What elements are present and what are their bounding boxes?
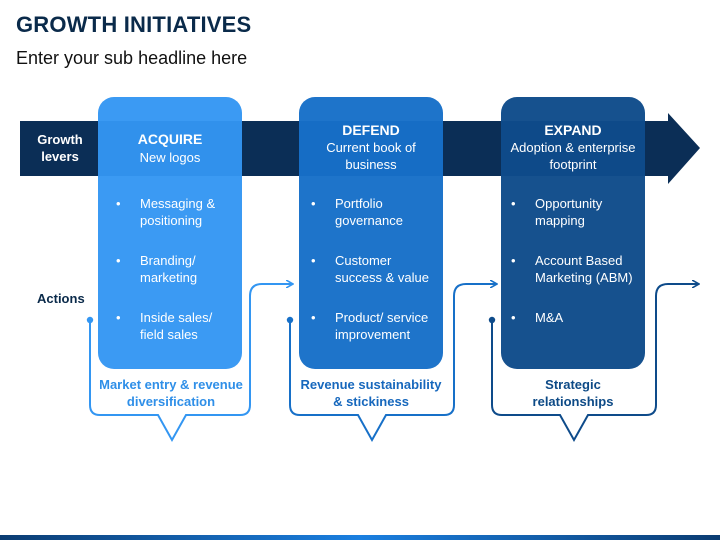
card-title: DEFEND (342, 122, 400, 138)
page-title: GROWTH INITIATIVES (16, 12, 252, 37)
bottom-accent-bar (0, 535, 720, 540)
bullet-item: Branding/ marketing (116, 252, 218, 286)
bullet-item: Inside sales/ field sales (116, 309, 220, 343)
card-title: EXPAND (544, 122, 602, 138)
defend-card: DEFEND Current book of business Portfoli… (299, 97, 443, 369)
connector-path (491, 284, 698, 443)
growth-levers-label: Growth levers (37, 132, 83, 164)
bullet-item: Account Based Marketing (ABM) (511, 252, 635, 286)
bullet-item: Portfolio governance (311, 195, 415, 229)
expand-card: EXPAND Adoption & enterprise footprint O… (501, 97, 645, 369)
card-subtitle: Adoption & enterprise footprint (510, 140, 636, 172)
acquire-caption: Market entry & revenue diversification (99, 377, 243, 409)
connector-1 (86, 284, 292, 443)
actions-label: Actions (37, 291, 85, 306)
card-subtitle: New logos (139, 150, 201, 165)
connector-2 (286, 284, 496, 443)
connector-3 (488, 284, 698, 443)
bullet-item: Messaging & positioning (116, 195, 226, 229)
expand-caption: Strategic relationships (532, 377, 614, 409)
card-subtitle: Current book of business (326, 140, 416, 172)
card-title: ACQUIRE (137, 131, 203, 147)
acquire-card: ACQUIRE New logos Messaging & positionin… (98, 97, 242, 369)
connector-path (289, 284, 496, 443)
bullet-item: Opportunity mapping (511, 195, 617, 229)
bullet-item: Product/ service improvement (311, 309, 435, 343)
bullet-item: M&A (511, 309, 615, 326)
bullet-item: Customer success & value (311, 252, 435, 286)
page-subtitle: Enter your sub headline here (16, 48, 248, 68)
connector-path (89, 284, 292, 443)
defend-caption: Revenue sustainability & stickiness (300, 377, 442, 409)
